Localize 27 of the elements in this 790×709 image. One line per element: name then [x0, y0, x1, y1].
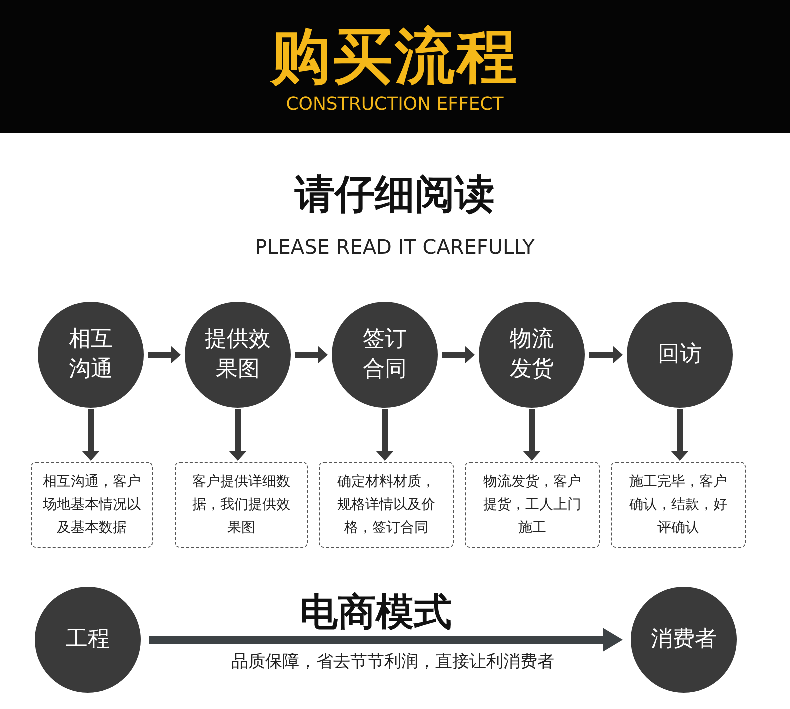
step-circle: 物流发货 [479, 302, 585, 408]
subtitle: CONSTRUCTION EFFECT [285, 94, 505, 116]
description-box: 客户提供详细数据，我们提供效果图 [175, 462, 308, 548]
step-circle: 回访 [627, 302, 733, 408]
step-circle: 消费者 [631, 587, 737, 693]
subheading: PLEASE READ IT CAREFULLY [254, 234, 536, 260]
arrow [229, 409, 247, 461]
description-box: 施工完毕，客户确认，结款，好评确认 [611, 462, 746, 548]
arrow [671, 409, 689, 461]
description-box: 物流发货，客户提货，工人上门施工 [465, 462, 600, 548]
heading: 请仔细阅读 [294, 171, 496, 220]
arrow [589, 346, 623, 364]
arrow [82, 409, 100, 461]
step-circle: 签订合同 [332, 302, 438, 408]
step-circle: 相互沟通 [38, 302, 144, 408]
description-box: 确定材料材质，规格详情以及价格，签订合同 [319, 462, 454, 548]
title: 购买流程 [269, 22, 520, 92]
arrow [442, 346, 475, 364]
arrow [376, 409, 394, 461]
description-box: 相互沟通，客户场地基本情况以及基本数据 [31, 462, 153, 548]
step-circle: 提供效果图 [185, 302, 291, 408]
arrow [148, 346, 181, 364]
arrow [295, 346, 328, 364]
note-text: 品质保障，省去节节利润，直接让利消费者 [230, 651, 556, 673]
step-circle: 工程 [35, 587, 141, 693]
arrow [149, 628, 623, 652]
arrow [523, 409, 541, 461]
